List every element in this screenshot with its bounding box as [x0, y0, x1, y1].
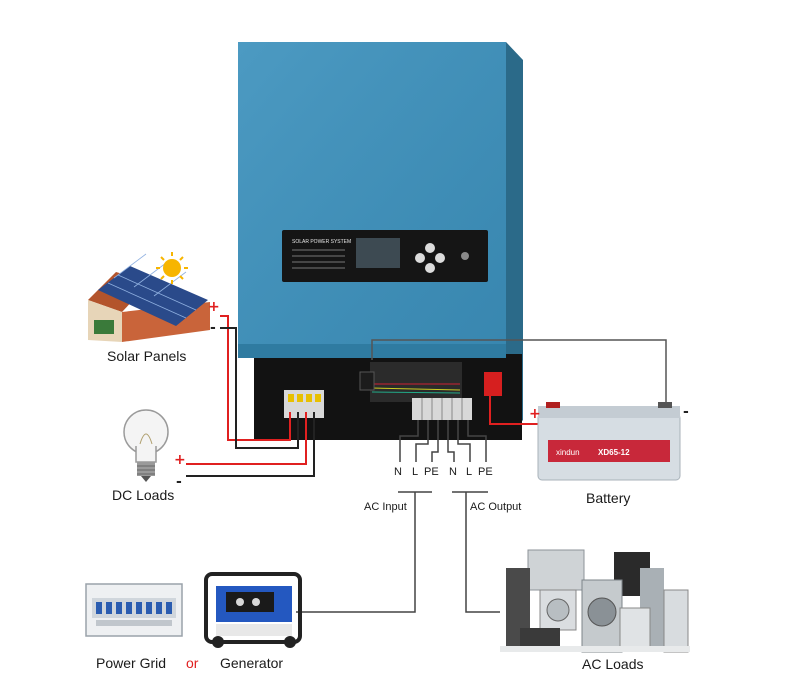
terminal-output-l: L: [466, 466, 473, 478]
control-buttons: [415, 243, 469, 273]
or-label: or: [186, 655, 199, 671]
solar-panel-image: [88, 252, 210, 342]
ac-output-label: AC Output: [470, 501, 522, 513]
terminal-output-pe: PE: [478, 466, 493, 478]
svg-text:XD65-12: XD65-12: [598, 448, 630, 457]
sun-icon: [156, 252, 188, 284]
dc-minus-sign: -: [176, 474, 182, 490]
solar-plus-sign: +: [208, 299, 220, 315]
ac-wires: [296, 420, 500, 613]
solar-negative-wire: [220, 327, 299, 449]
lcd-screen: [356, 238, 400, 268]
power-grid-label: Power Grid: [96, 655, 167, 671]
dc-load-wires: [186, 412, 315, 477]
solar-panels-label: Solar Panels: [107, 348, 187, 364]
terminal-input-pe: PE: [424, 466, 439, 478]
ac-terminal-block: [412, 398, 472, 420]
dc-plus-sign: +: [174, 452, 186, 468]
battery-breaker: [484, 372, 502, 396]
dc-loads-label: DC Loads: [112, 487, 175, 503]
battery-minus-sign: -: [683, 404, 689, 420]
generator-label: Generator: [220, 655, 284, 671]
battery-label: Battery: [586, 490, 631, 506]
svg-text:xindun: xindun: [556, 448, 580, 457]
battery-plus-sign: +: [529, 406, 541, 422]
dc-negative-wire: [186, 412, 315, 477]
terminal-input-l: L: [412, 466, 419, 478]
dc-positive-wire: [186, 412, 307, 465]
breaker-box-image: [85, 583, 183, 637]
solar-wires: [220, 315, 299, 449]
solar-positive-wire: [220, 315, 291, 441]
ac-loads-label: AC Loads: [582, 656, 644, 672]
light-bulb-icon: [123, 409, 169, 482]
battery-image: xindun XD65-12: [537, 402, 681, 481]
generator-image: [204, 572, 302, 648]
battery-negative-wire: [371, 339, 667, 412]
solar-minus-sign: -: [210, 320, 216, 336]
ac-input-label: AC Input: [364, 501, 407, 513]
appliances-image: [500, 549, 690, 653]
panel-title: SOLAR POWER SYSTEM: [292, 239, 351, 245]
inverter: SOLAR POWER SYSTEM: [238, 42, 523, 440]
terminal-input-n: N: [394, 466, 402, 478]
terminal-output-n: N: [449, 466, 457, 478]
